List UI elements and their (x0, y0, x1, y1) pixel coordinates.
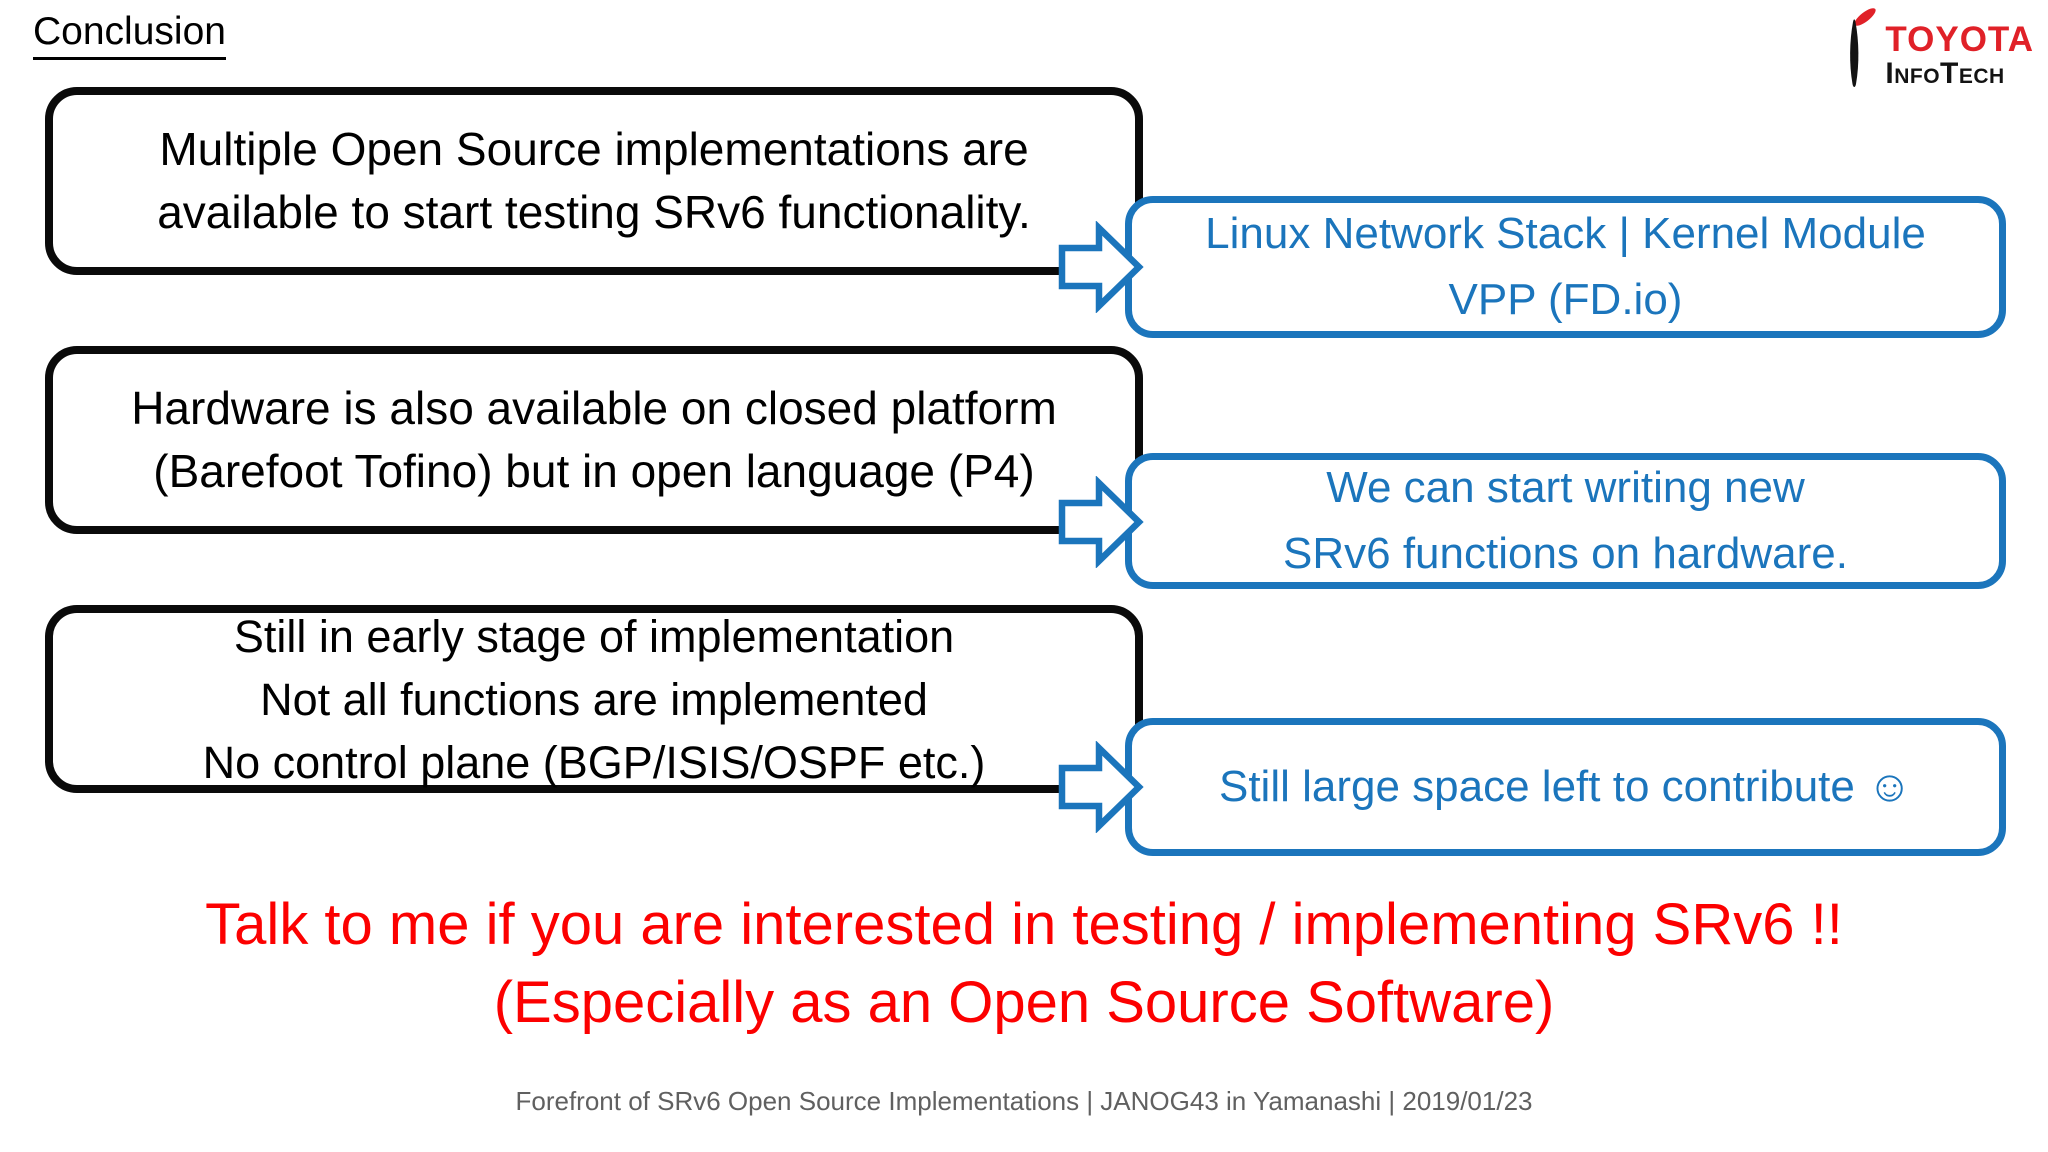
block-arrow-icon (1058, 741, 1144, 833)
conclusion-box-contribute: Still large space left to contribute ☺ (1125, 718, 2006, 856)
logo-text: TOYOTA InfoTech (1885, 22, 2034, 89)
statement-box-hardware: Hardware is also available on closed pla… (45, 346, 1143, 534)
footer-caption: Forefront of SRv6 Open Source Implementa… (515, 1086, 1533, 1116)
toyota-infotech-logo: TOYOTA InfoTech (1839, 6, 2034, 92)
statement-box-open-source: Multiple Open Source implementations are… (45, 87, 1143, 275)
logo-brand: TOYOTA (1885, 20, 2034, 59)
block-arrow-icon (1058, 476, 1144, 568)
slide-title: Conclusion (33, 10, 226, 60)
brush-stroke-icon (1850, 8, 1877, 87)
conclusion-box-implementations: Linux Network Stack | Kernel Module VPP … (1125, 196, 2006, 338)
cta-line-2: (Especially as an Open Source Software) (493, 970, 1555, 1035)
conclusion-box-hardware-functions: We can start writing new SRv6 functions … (1125, 453, 2006, 589)
logo-subbrand: InfoTech (1885, 57, 2005, 90)
statement-box-early-stage: Still in early stage of implementation N… (45, 605, 1143, 793)
cta-line-1: Talk to me if you are interested in test… (205, 892, 1843, 957)
block-arrow-icon (1058, 221, 1144, 313)
